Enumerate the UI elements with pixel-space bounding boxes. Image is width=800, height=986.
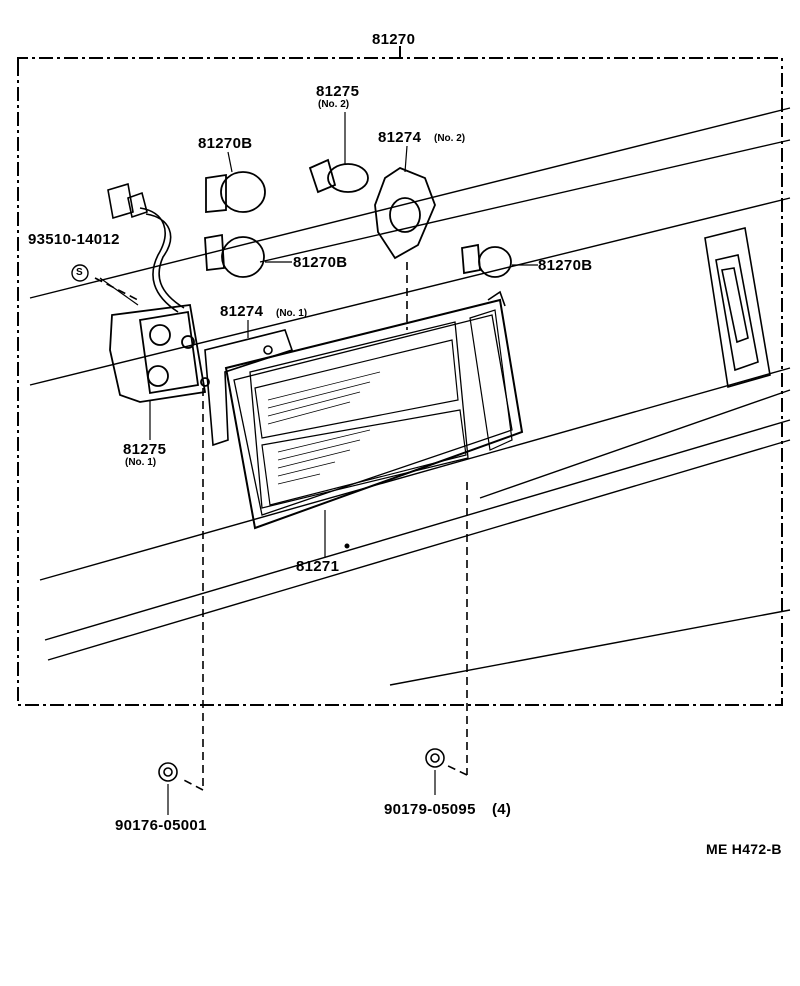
- label-gasket-no1-sub: (No. 1): [276, 308, 308, 319]
- socket-housing-no1: [109, 303, 210, 403]
- lens-assembly: [224, 290, 524, 530]
- label-socket-no2-sub: (No. 2): [318, 99, 350, 110]
- body-panel-lines: [29, 107, 791, 686]
- alignment-dashes: [94, 262, 468, 791]
- label-gasket-no1: 81274: [220, 303, 264, 320]
- bulb-right: [461, 243, 512, 278]
- leader-lines: [99, 112, 538, 815]
- s-mark-circle: [71, 264, 89, 282]
- label-socket-no2: 81275: [316, 83, 360, 100]
- label-lens: 81271: [296, 558, 340, 575]
- label-bulb-top: 81270B: [198, 135, 253, 152]
- socket-no2: [308, 158, 369, 194]
- label-socket-no1: 81275: [123, 441, 167, 458]
- label-screw-right-qty: (4): [492, 801, 512, 818]
- label-bulb-right: 81270B: [538, 257, 593, 274]
- bulb-middle: [204, 233, 265, 278]
- wire-harness: [107, 182, 185, 313]
- bulb-top: [205, 171, 266, 213]
- gasket-no2: [374, 166, 436, 260]
- gasket-no1: [204, 329, 294, 447]
- drawing-code: ME H472-B: [706, 841, 782, 857]
- lens-grid-pattern: [267, 371, 381, 485]
- assembly-boundary: [17, 46, 783, 706]
- screw-left: [158, 762, 178, 782]
- screw-right: [425, 748, 445, 768]
- label-wire-harness: 93510-14012: [28, 231, 120, 248]
- label-gasket-no2: 81274: [378, 129, 422, 146]
- handle-recess: [704, 227, 771, 389]
- center-dot: [344, 543, 350, 549]
- label-gasket-no2-sub: (No. 2): [434, 133, 466, 144]
- label-screw-left: 90176-05001: [115, 817, 207, 834]
- label-bulb-middle: 81270B: [293, 254, 348, 271]
- label-screw-right: 90179-05095: [384, 801, 476, 818]
- label-socket-no1-sub: (No. 1): [125, 457, 157, 468]
- label-assembly: 81270: [372, 31, 416, 48]
- label-s-mark: S: [76, 267, 83, 278]
